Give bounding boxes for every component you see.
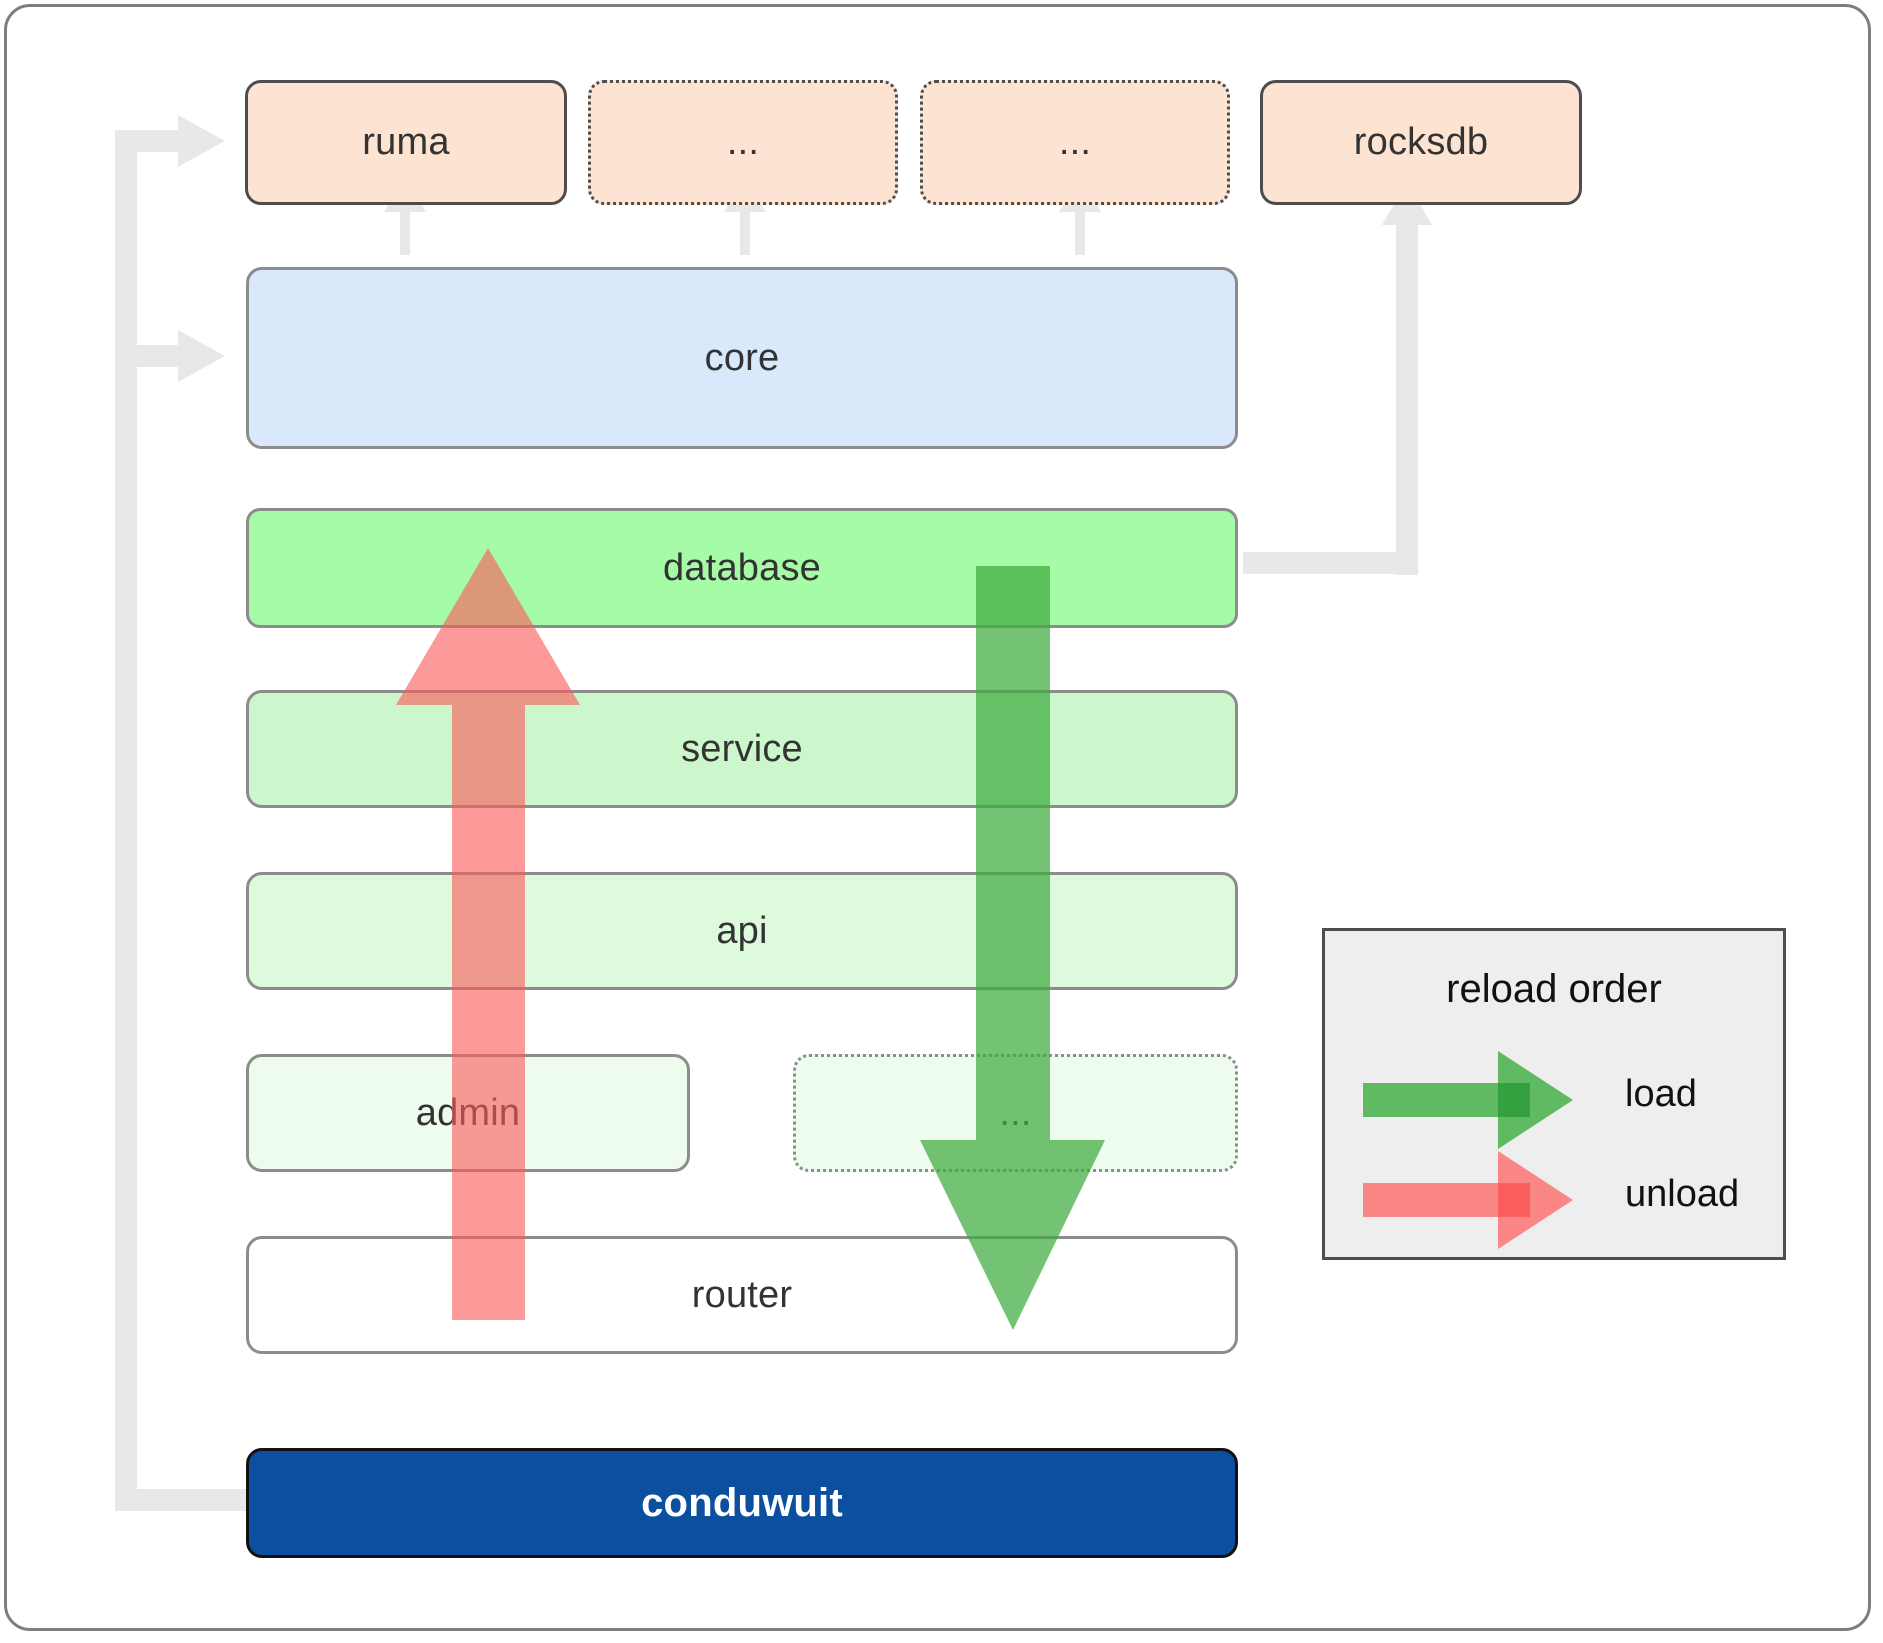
- node-ellipsis-top-2[interactable]: ...: [920, 80, 1230, 205]
- node-api[interactable]: api: [246, 872, 1238, 990]
- node-core-label: core: [704, 336, 780, 379]
- legend-label-unload: unload: [1625, 1173, 1740, 1215]
- legend-title: reload order: [1446, 967, 1662, 1011]
- legend-row-load: load: [1325, 1051, 1783, 1149]
- node-service[interactable]: service: [246, 690, 1238, 808]
- node-database[interactable]: database: [246, 508, 1238, 628]
- node-rocksdb[interactable]: rocksdb: [1260, 80, 1582, 205]
- node-router[interactable]: router: [246, 1236, 1238, 1354]
- unload-arrow-icon: [1363, 1151, 1573, 1249]
- node-database-label: database: [663, 546, 821, 589]
- node-rocksdb-label: rocksdb: [1353, 121, 1489, 163]
- node-ellipsis-mid-label: ...: [999, 1091, 1032, 1134]
- node-conduwuit-label: conduwuit: [641, 1480, 843, 1525]
- node-service-label: service: [681, 727, 803, 770]
- diagram-outer-frame: [4, 4, 1871, 1631]
- legend-label-load: load: [1625, 1073, 1697, 1115]
- node-ellipsis-top-2-label: ...: [1058, 121, 1092, 163]
- node-ruma-label: ruma: [362, 121, 450, 163]
- legend-row-unload: unload: [1325, 1151, 1783, 1249]
- node-router-label: router: [691, 1273, 793, 1316]
- load-arrow-icon: [1363, 1051, 1573, 1149]
- node-ellipsis-top-1[interactable]: ...: [588, 80, 898, 205]
- node-admin-label: admin: [415, 1091, 521, 1134]
- legend-reload-order: reload order load unload: [1322, 928, 1786, 1260]
- node-api-label: api: [716, 909, 768, 952]
- node-conduwuit[interactable]: conduwuit: [246, 1448, 1238, 1558]
- node-core[interactable]: core: [246, 267, 1238, 449]
- node-ellipsis-mid[interactable]: ...: [793, 1054, 1238, 1172]
- node-ellipsis-top-1-label: ...: [726, 121, 760, 163]
- node-ruma[interactable]: ruma: [245, 80, 567, 205]
- node-admin[interactable]: admin: [246, 1054, 690, 1172]
